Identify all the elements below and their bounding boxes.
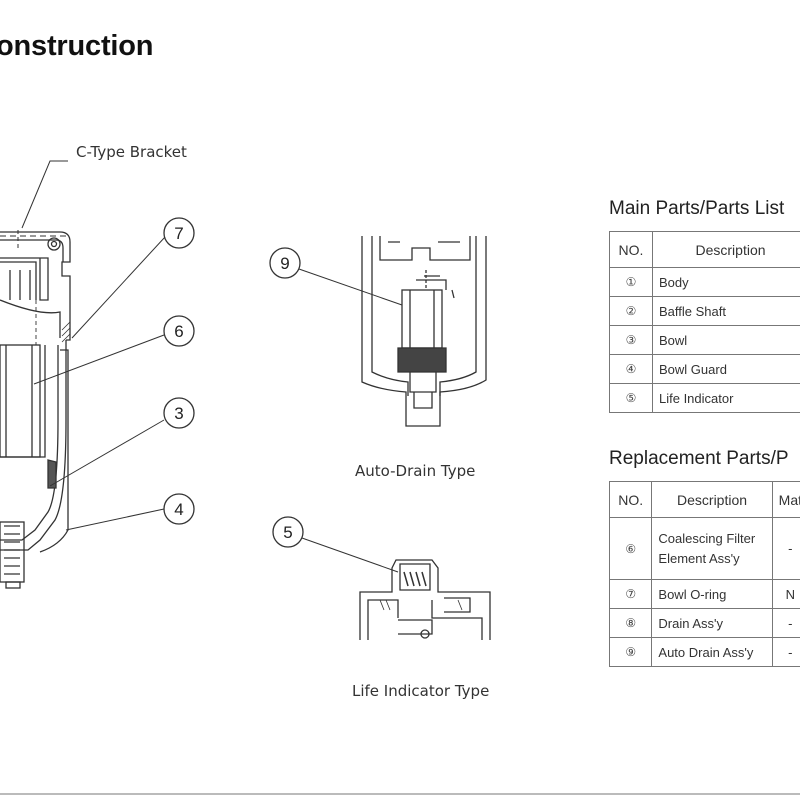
callout-9: 9 <box>280 254 289 273</box>
row-no: ⑦ <box>608 579 653 609</box>
callout-4: 4 <box>174 500 183 519</box>
main-filter-section <box>0 230 71 589</box>
callout-7: 7 <box>174 224 183 243</box>
row-description-line2: Element Ass'y <box>658 550 740 566</box>
row-no: ⑨ <box>608 637 653 667</box>
life-indicator-type-label: Life Indicator Type <box>352 682 490 700</box>
header-no: NO. <box>609 231 653 268</box>
replacement-parts-table: NO. Description Mat ⑥ Coalescing Filter … <box>608 481 800 667</box>
main-parts-table: NO. Description ① Body ② Baffle Shaft ③ … <box>609 231 800 413</box>
row-material: N <box>771 579 800 609</box>
table-row: ② Baffle Shaft <box>609 296 800 326</box>
row-no: ⑤ <box>609 383 653 413</box>
table-header-row: NO. Description <box>609 231 800 268</box>
row-description: Drain Ass'y <box>651 608 773 638</box>
header-description: Description <box>652 231 800 268</box>
row-material: - <box>771 637 800 667</box>
row-description-line1: Coalescing Filter <box>658 530 756 546</box>
table-header-row: NO. Description Mat <box>608 481 800 518</box>
row-description: Bowl <box>652 325 800 355</box>
row-description: Bowl O-ring <box>651 579 773 609</box>
row-description: Auto Drain Ass'y <box>651 637 773 667</box>
table-row: ⑥ Coalescing Filter Element Ass'y - <box>608 517 800 580</box>
row-description: Body <box>652 267 800 297</box>
row-no: ④ <box>609 354 653 384</box>
header-material: Mat <box>771 481 800 518</box>
row-description: Bowl Guard <box>652 354 800 384</box>
page-title: onstruction <box>0 30 154 62</box>
c-type-bracket-label: C-Type Bracket <box>76 143 187 161</box>
bottom-divider <box>0 793 800 795</box>
row-description: Life Indicator <box>652 383 800 413</box>
row-no: ① <box>609 267 653 297</box>
table-row: ④ Bowl Guard <box>609 354 800 384</box>
auto-drain-detail <box>361 236 487 427</box>
row-no: ⑥ <box>608 517 653 580</box>
header-no: NO. <box>608 481 653 518</box>
header-description: Description <box>651 481 773 518</box>
main-parts-title: Main Parts/Parts List <box>609 198 785 219</box>
replacement-parts-title: Replacement Parts/P <box>609 448 789 469</box>
row-material: - <box>771 517 800 580</box>
table-row: ③ Bowl <box>609 325 800 355</box>
row-no: ② <box>609 296 653 326</box>
row-description: Coalescing Filter Element Ass'y <box>651 517 773 580</box>
row-no: ⑧ <box>608 608 653 638</box>
table-row: ⑧ Drain Ass'y - <box>608 608 800 638</box>
table-row: ⑦ Bowl O-ring N <box>608 579 800 609</box>
life-indicator-detail <box>359 559 491 640</box>
table-row: ⑤ Life Indicator <box>609 383 800 413</box>
callout-6: 6 <box>174 322 183 341</box>
callout-5: 5 <box>283 523 292 542</box>
table-row: ⑨ Auto Drain Ass'y - <box>608 637 800 667</box>
row-description: Baffle Shaft <box>652 296 800 326</box>
row-material: - <box>771 608 800 638</box>
row-no: ③ <box>609 325 653 355</box>
auto-drain-type-label: Auto-Drain Type <box>355 462 476 480</box>
callout-3: 3 <box>174 404 183 423</box>
table-row: ① Body <box>609 267 800 297</box>
